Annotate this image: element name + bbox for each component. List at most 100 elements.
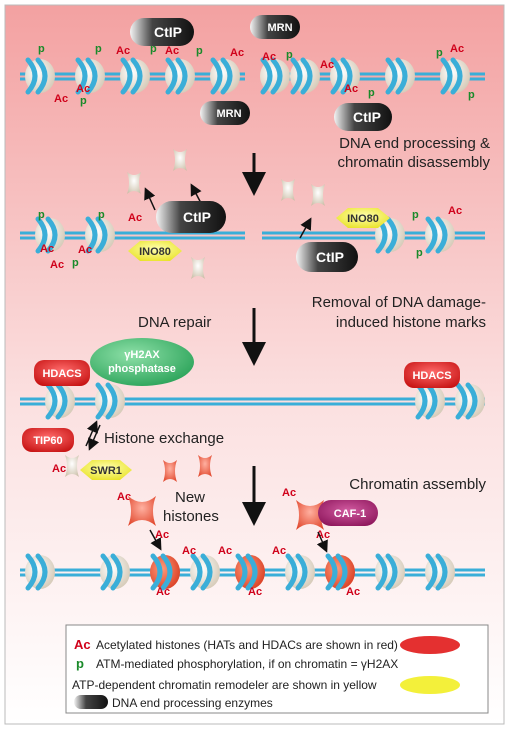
p-mark: p <box>80 95 87 107</box>
ac-mark: Ac <box>316 529 330 541</box>
step-end-processing-1: DNA end processing & <box>339 135 490 152</box>
nucleosome <box>75 57 105 95</box>
row-4-nucleosomes <box>25 553 455 591</box>
ac-mark: Ac <box>50 259 64 271</box>
ino80-label: INO80 <box>347 213 379 225</box>
new-nucleosome <box>325 553 355 591</box>
step-removal-2: induced histone marks <box>336 314 486 331</box>
tip60-protein: TIP60 <box>22 428 74 452</box>
p-mark: p <box>196 45 203 57</box>
nucleosome <box>85 216 115 254</box>
ctip-protein-right-2: CtIP <box>296 242 358 272</box>
step-end-processing-2: chromatin disassembly <box>337 154 490 171</box>
p-mark: p <box>38 43 45 55</box>
ac-mark: Ac <box>54 93 68 105</box>
new-histone-free-left <box>128 496 156 526</box>
mrn-protein-top: MRN <box>250 15 300 39</box>
legend-p-text: ATM-mediated phosphorylation, if on chro… <box>96 657 398 671</box>
nucleosome <box>190 553 220 591</box>
mrn-label: MRN <box>216 108 241 120</box>
step-dna-repair: DNA repair <box>138 314 211 331</box>
legend-red-highlight <box>400 636 460 654</box>
nucleosome <box>385 57 415 95</box>
ac-mark: Ac <box>165 45 179 57</box>
nucleosome <box>415 382 445 420</box>
tip60-label: TIP60 <box>33 435 62 447</box>
legend-black-swatch <box>74 695 108 709</box>
h2ax-phosphatase-protein: γH2AX phosphatase <box>90 338 194 386</box>
hdacs-protein-left: HDACS <box>34 360 90 386</box>
p-mark: p <box>38 209 45 221</box>
nucleosome <box>45 382 75 420</box>
ctip-label: CtIP <box>183 209 211 225</box>
hdacs-label: HDACS <box>412 370 451 382</box>
ac-mark: Ac <box>78 244 92 256</box>
ino80-protein-left: INO80 <box>128 241 182 261</box>
swr1-label: SWR1 <box>90 465 122 477</box>
nucleosome <box>440 57 470 95</box>
ac-mark: Ac <box>248 586 262 598</box>
p-mark: p <box>468 89 475 101</box>
mrn-label: MRN <box>267 22 292 34</box>
ac-mark: Ac <box>76 83 90 95</box>
free-histone <box>173 149 187 171</box>
free-histone <box>65 455 79 477</box>
legend-black-text: DNA end processing enzymes <box>112 696 273 710</box>
free-histone <box>311 184 325 206</box>
ctip-protein-middle: CtIP <box>156 201 226 233</box>
exchange-arrow-down <box>88 424 101 451</box>
free-histone <box>281 179 295 201</box>
free-histone <box>127 172 141 194</box>
free-new-histone <box>198 455 212 477</box>
p-mark: p <box>368 87 375 99</box>
new-histones-line-1: New <box>175 489 205 506</box>
ino80-label: INO80 <box>139 246 171 258</box>
h2ax-label: γH2AX <box>124 349 160 361</box>
ac-mark: Ac <box>262 51 276 63</box>
ac-mark: Ac <box>156 586 170 598</box>
nucleosome <box>455 382 485 420</box>
nucleosome <box>100 553 130 591</box>
ctip-label: CtIP <box>154 24 182 40</box>
legend-ac-symbol: Ac <box>74 637 91 652</box>
small-arrow <box>149 529 162 551</box>
ctip-protein-top: CtIP <box>130 18 194 46</box>
p-mark: p <box>150 43 157 55</box>
ac-mark: Ac <box>230 47 244 59</box>
p-mark: p <box>95 43 102 55</box>
ac-mark: Ac <box>218 545 232 557</box>
row-2-marks: p p Ac Ac Ac p Ac p Ac p <box>38 205 462 271</box>
ctip-label: CtIP <box>316 249 344 265</box>
p-mark: p <box>436 47 443 59</box>
nucleosome <box>425 553 455 591</box>
p-mark: p <box>72 257 79 269</box>
new-nucleosome <box>150 553 180 591</box>
nucleosome <box>330 57 360 95</box>
nucleosome <box>120 57 150 95</box>
new-histone-free-right <box>296 500 324 530</box>
p-mark: p <box>412 209 419 221</box>
free-histone <box>191 257 205 279</box>
new-nucleosome <box>235 553 265 591</box>
legend-yellow-text: ATP-dependent chromatin remodeler are sh… <box>72 678 377 692</box>
p-mark: p <box>98 209 105 221</box>
ac-mark: Ac <box>182 545 196 557</box>
nucleosome <box>35 216 65 254</box>
small-arrow <box>299 217 312 239</box>
ac-mark: Ac <box>40 243 54 255</box>
p-mark: p <box>416 247 423 259</box>
nucleosome <box>285 553 315 591</box>
nucleosome <box>260 57 290 95</box>
ac-mark: Ac <box>282 487 296 499</box>
ino80-protein-right: INO80 <box>336 208 390 228</box>
small-arrow <box>316 531 328 553</box>
caf1-protein: CAF-1 <box>318 500 378 526</box>
legend-yellow-highlight <box>400 676 460 694</box>
nucleosome <box>95 382 125 420</box>
ac-mark: Ac <box>155 529 169 541</box>
nucleosome <box>290 57 320 95</box>
step-chromatin-assembly: Chromatin assembly <box>349 476 486 493</box>
small-arrow <box>144 187 156 211</box>
legend: Ac Acetylated histones (HATs and HDACs a… <box>65 624 489 714</box>
